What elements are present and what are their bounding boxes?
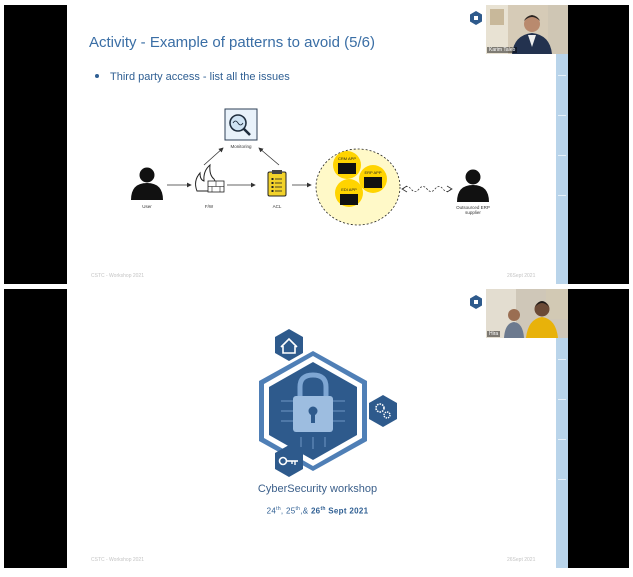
edi-app: EDI APP — [335, 179, 363, 207]
home-icon — [275, 329, 303, 361]
edi-label: EDI APP — [341, 187, 357, 192]
supplier-label-1: Outsourced ERP — [456, 205, 490, 210]
bullet-dot — [95, 74, 99, 79]
firewall-label: F/W — [205, 204, 214, 209]
bullet-text: Third party access - list all the issues — [110, 71, 290, 83]
participant-video — [486, 289, 568, 338]
acl-label: ACL — [273, 204, 282, 209]
architecture-diagram: User F/W Mo — [131, 108, 490, 226]
arrow-fw-monitoring — [203, 147, 224, 166]
crm-label: CRM APP — [338, 156, 356, 161]
crm-app: CRM APP — [333, 151, 361, 179]
participant-video-tile[interactable]: Karim Taleb — [486, 5, 568, 54]
slide-title: Activity - Example of patterns to avoid … — [89, 34, 375, 51]
footer-date: 26Sept 2021 — [507, 273, 536, 279]
shared-screen-bottom: CyberSecurity workshop 24th, 25th,& 26th… — [4, 289, 629, 568]
supplier-connection — [402, 186, 452, 192]
participant-video — [486, 5, 568, 54]
workshop-dates: 24th, 25th,& 26th Sept 2021 — [266, 506, 369, 516]
workshop-badge-icon — [470, 11, 482, 25]
slide-patterns: Activity - Example of patterns to avoid … — [67, 5, 568, 284]
supplier-label-2: supplier — [465, 210, 481, 215]
shared-screen-top: Activity - Example of patterns to avoid … — [4, 5, 629, 284]
slide-side-stripe — [556, 289, 568, 568]
firewall-icon — [195, 163, 225, 193]
acl-icon — [267, 170, 287, 197]
slide-side-stripe — [556, 5, 568, 284]
footer-left: CSTC - Workshop 2021 — [91, 273, 144, 279]
gears-icon — [369, 395, 397, 427]
slide-workshop-title: CyberSecurity workshop 24th, 25th,& 26th… — [67, 289, 568, 568]
lock-icon — [293, 372, 333, 432]
user-label: User — [142, 204, 152, 209]
footer-left: CSTC - Workshop 2021 — [91, 557, 144, 563]
monitoring-label: Monitoring — [230, 144, 252, 149]
monitoring-icon — [224, 108, 258, 141]
workshop-title: CyberSecurity workshop — [257, 483, 378, 495]
user-icon — [131, 167, 163, 200]
participant-name: Karim Taleb — [487, 47, 518, 53]
participant-name: Hira — [487, 331, 501, 337]
erp-label: ERP APP — [364, 170, 381, 175]
workshop-badge-icon — [470, 295, 482, 309]
participant-video-tile[interactable]: Hira — [486, 289, 568, 338]
workshop-logo — [259, 329, 397, 477]
footer-date: 26Sept 2021 — [507, 557, 536, 563]
key-icon — [275, 445, 303, 477]
erp-app: ERP APP — [359, 165, 387, 193]
arrow-acl-monitoring — [258, 147, 280, 166]
bullet-item: Third party access - list all the issues — [95, 71, 290, 83]
supplier-icon — [457, 169, 489, 202]
